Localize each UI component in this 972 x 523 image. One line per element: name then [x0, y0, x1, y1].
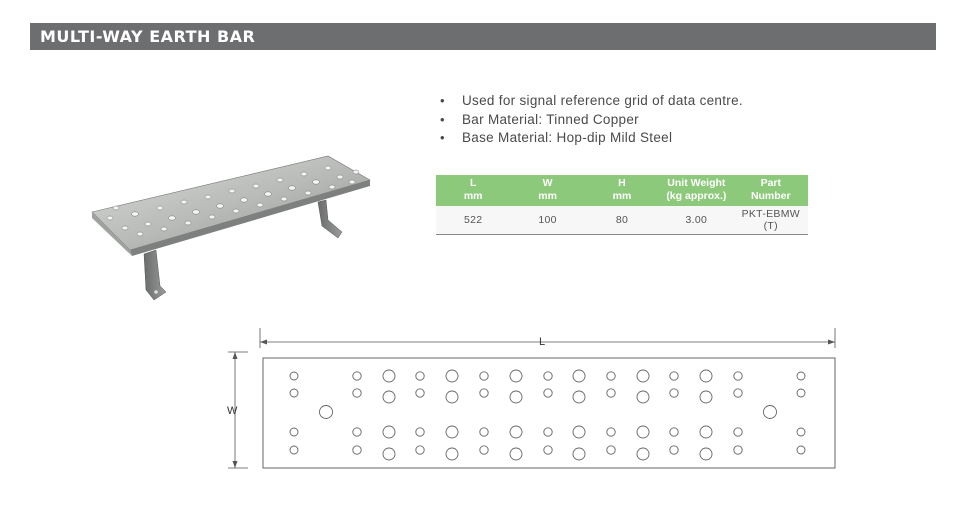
hole	[636, 390, 650, 404]
width-label: W	[227, 405, 238, 417]
hole	[415, 371, 425, 381]
hole	[733, 427, 743, 437]
hole	[543, 388, 553, 398]
feature-item: •Base Material: Hop-dip Mild Steel	[440, 129, 743, 148]
feature-item: •Used for signal reference grid of data …	[440, 92, 743, 111]
hole	[509, 425, 523, 439]
hole	[733, 388, 743, 398]
hole	[733, 445, 743, 455]
hole	[352, 371, 362, 381]
length-label: L	[539, 336, 546, 348]
col-unit-weight: Unit Weight(kg approx.)	[659, 175, 734, 206]
hole	[445, 425, 459, 439]
hole	[543, 427, 553, 437]
hole	[415, 445, 425, 455]
section-title: MULTI-WAY EARTH BAR	[40, 27, 256, 46]
hole	[796, 371, 806, 381]
bullet-icon: •	[440, 111, 445, 127]
cell-unit-weight: 3.00	[659, 206, 734, 235]
hole	[509, 390, 523, 404]
bullet-icon: •	[440, 93, 445, 108]
hole	[733, 371, 743, 381]
feature-item: •Bar Material: Tinned Copper	[440, 111, 743, 130]
hole	[699, 447, 713, 461]
hole	[669, 427, 679, 437]
hole	[606, 371, 616, 381]
hole	[509, 369, 523, 383]
hole	[669, 445, 679, 455]
cell-part-number: PKT-EBMW (T)	[733, 206, 808, 235]
table-row: 522 100 80 3.00 PKT-EBMW (T)	[436, 206, 808, 235]
hole	[796, 427, 806, 437]
hole	[699, 425, 713, 439]
hole	[572, 425, 586, 439]
cell-height: 80	[584, 206, 660, 235]
length-arrow-left	[260, 339, 267, 345]
hole	[352, 445, 362, 455]
hole	[796, 445, 806, 455]
bullet-icon: •	[440, 130, 445, 145]
hole	[699, 369, 713, 383]
hole	[289, 388, 299, 398]
hole	[796, 388, 806, 398]
hole	[382, 369, 396, 383]
hole	[382, 447, 396, 461]
hole	[636, 369, 650, 383]
length-arrow-right	[828, 339, 835, 345]
hole	[606, 445, 616, 455]
hole	[289, 371, 299, 381]
hole	[289, 427, 299, 437]
hole	[415, 427, 425, 437]
feature-list: •Used for signal reference grid of data …	[440, 92, 743, 148]
hole	[352, 427, 362, 437]
hole	[445, 390, 459, 404]
hole	[572, 390, 586, 404]
cell-length: 522	[436, 206, 511, 235]
hole	[543, 371, 553, 381]
section-header: MULTI-WAY EARTH BAR	[30, 23, 936, 50]
hole	[479, 445, 489, 455]
hole	[445, 447, 459, 461]
width-arrow-top	[232, 352, 238, 359]
hole	[479, 371, 489, 381]
technical-drawing	[228, 328, 836, 469]
hole-pattern	[289, 369, 806, 461]
hole	[572, 369, 586, 383]
hole	[352, 388, 362, 398]
hole	[382, 425, 396, 439]
hole	[543, 445, 553, 455]
hole	[479, 388, 489, 398]
hole	[289, 445, 299, 455]
hole	[479, 427, 489, 437]
hole	[636, 447, 650, 461]
hole	[509, 447, 523, 461]
hole	[606, 427, 616, 437]
hole	[606, 388, 616, 398]
width-arrow-bottom	[232, 461, 238, 468]
hole	[699, 390, 713, 404]
hole	[415, 388, 425, 398]
hole	[572, 447, 586, 461]
hole	[669, 371, 679, 381]
hole	[319, 405, 333, 419]
product-photo	[91, 155, 371, 301]
hole	[763, 405, 777, 419]
hole	[445, 369, 459, 383]
hole	[669, 388, 679, 398]
hole	[382, 390, 396, 404]
hole	[636, 425, 650, 439]
cell-width: 100	[510, 206, 585, 235]
